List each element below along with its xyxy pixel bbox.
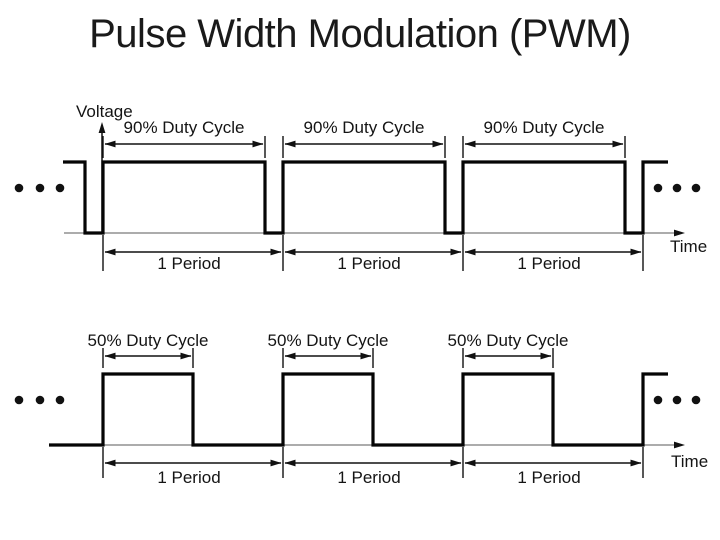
period-label: 1 Period — [337, 468, 400, 487]
duty-arrow-left-arrowhead — [104, 140, 116, 148]
duty-arrow-left-arrowhead — [284, 140, 296, 148]
duty-arrow-right-arrowhead — [612, 140, 624, 148]
continuation-dots-left — [14, 183, 65, 193]
duty-cycle-dimension: 50% Duty Cycle — [88, 331, 209, 368]
period-dimension: 1 Period — [104, 459, 282, 487]
period-arrow-right-arrowhead — [630, 248, 642, 256]
continuation-dots-right — [653, 395, 701, 405]
period-label: 1 Period — [337, 254, 400, 273]
continuation-dot — [691, 395, 701, 405]
continuation-dot — [653, 395, 663, 405]
period-arrow-right-arrowhead — [270, 248, 282, 256]
duty-arrow-right-arrowhead — [540, 352, 552, 360]
pwm-50-duty-waveform-trace — [49, 372, 668, 447]
period-arrow-left-arrowhead — [464, 248, 476, 256]
voltage-axis-label: Voltage — [76, 102, 133, 121]
period-arrow-right-arrowhead — [630, 459, 642, 467]
period-dimension: 1 Period — [284, 459, 462, 487]
period-label: 1 Period — [517, 468, 580, 487]
duty-arrow-right-arrowhead — [432, 140, 444, 148]
period-label: 1 Period — [157, 468, 220, 487]
period-arrow-left-arrowhead — [464, 459, 476, 467]
time-axis-arrowhead — [674, 229, 685, 237]
continuation-dot — [691, 183, 701, 193]
duty-cycle-label: 90% Duty Cycle — [304, 118, 425, 137]
continuation-dot — [55, 183, 65, 193]
continuation-dot — [35, 183, 45, 193]
period-arrow-right-arrowhead — [270, 459, 282, 467]
duty-arrow-left-arrowhead — [104, 352, 116, 360]
period-arrow-left-arrowhead — [284, 248, 296, 256]
duty-cycle-label: 50% Duty Cycle — [448, 331, 569, 350]
time-axis-label: Time — [671, 452, 708, 471]
period-arrow-right-arrowhead — [450, 248, 462, 256]
duty-cycle-dimension: 90% Duty Cycle — [462, 118, 626, 158]
period-dimension: 1 Period — [104, 248, 282, 273]
time-axis-label: Time — [670, 237, 707, 256]
period-arrow-left-arrowhead — [104, 248, 116, 256]
continuation-dots-right — [653, 183, 701, 193]
period-arrow-left-arrowhead — [104, 459, 116, 467]
duty-arrow-right-arrowhead — [252, 140, 264, 148]
continuation-dot — [653, 183, 663, 193]
period-arrow-right-arrowhead — [450, 459, 462, 467]
voltage-axis-arrowhead — [98, 122, 106, 133]
duty-arrow-right-arrowhead — [180, 352, 192, 360]
duty-cycle-dimension: 90% Duty Cycle — [282, 118, 446, 158]
period-dimension: 1 Period — [284, 248, 462, 273]
duty-cycle-dimension: 50% Duty Cycle — [268, 331, 389, 368]
duty-cycle-label: 90% Duty Cycle — [484, 118, 605, 137]
period-dimension: 1 Period — [464, 248, 642, 273]
duty-arrow-left-arrowhead — [284, 352, 296, 360]
pwm-90-duty-waveform-trace — [63, 160, 668, 235]
period-dimension: 1 Period — [464, 459, 642, 487]
duty-arrow-left-arrowhead — [464, 352, 476, 360]
period-arrow-left-arrowhead — [284, 459, 296, 467]
period-label: 1 Period — [517, 254, 580, 273]
time-axis-arrowhead — [674, 441, 685, 449]
duty-arrow-left-arrowhead — [464, 140, 476, 148]
duty-cycle-dimension: 90% Duty Cycle — [102, 118, 266, 158]
continuation-dot — [14, 183, 24, 193]
duty-cycle-label: 50% Duty Cycle — [88, 331, 209, 350]
continuation-dot — [35, 395, 45, 405]
duty-arrow-right-arrowhead — [360, 352, 372, 360]
pwm-50-duty-waveform: Time 50% Duty Cycle 50% Duty Cycle 50% Duty… — [14, 331, 708, 487]
duty-cycle-dimension: 50% Duty Cycle — [448, 331, 569, 368]
continuation-dots-left — [14, 395, 65, 405]
period-label: 1 Period — [157, 254, 220, 273]
continuation-dot — [55, 395, 65, 405]
continuation-dot — [672, 183, 682, 193]
continuation-dot — [672, 395, 682, 405]
page-title: Pulse Width Modulation (PWM) — [89, 12, 631, 56]
duty-cycle-label: 50% Duty Cycle — [268, 331, 389, 350]
continuation-dot — [14, 395, 24, 405]
duty-cycle-label: 90% Duty Cycle — [124, 118, 245, 137]
